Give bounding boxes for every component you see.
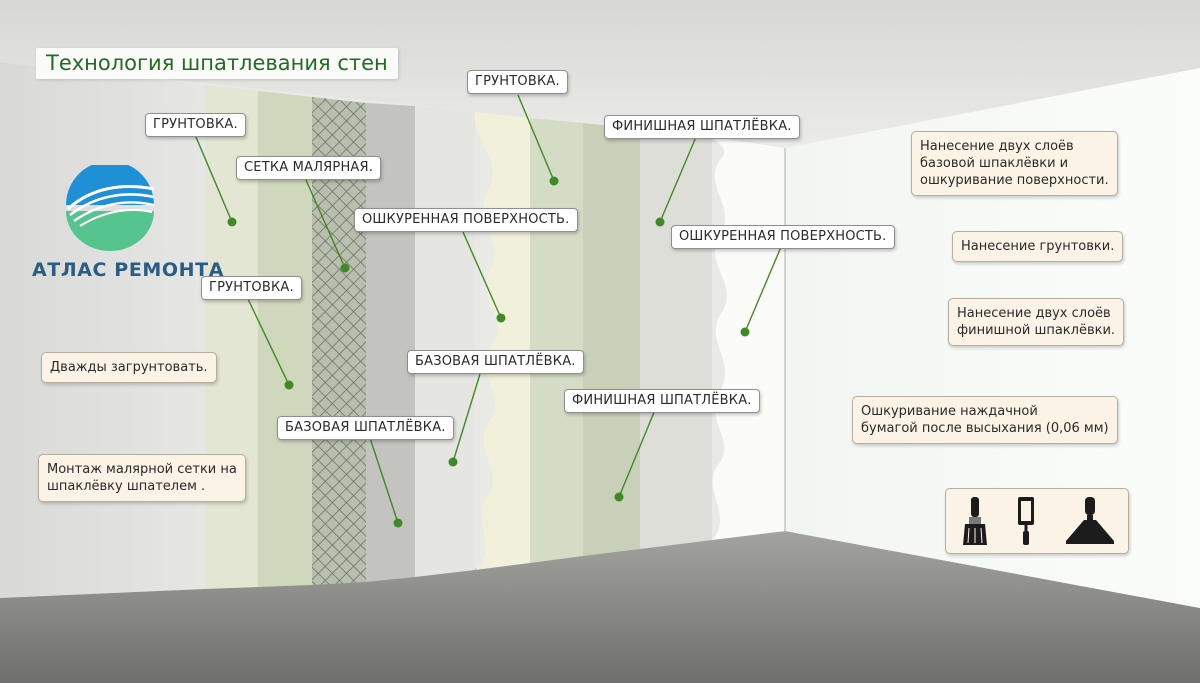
label-base-putty-1: БАЗОВАЯ ШПАТЛЁВКА. [277, 416, 454, 440]
label-sanded-2: ОШКУРЕННАЯ ПОВЕРХНОСТЬ. [671, 225, 895, 249]
leader-lines [195, 94, 782, 524]
layer-primer-3 [530, 118, 583, 563]
label-primer-3: ГРУНТОВКА. [467, 70, 568, 94]
label-primer-2: ГРУНТОВКА. [201, 276, 302, 300]
paint-roller-icon [1018, 497, 1034, 545]
label-paint-mesh: СЕТКА МАЛЯРНАЯ. [236, 156, 382, 180]
layer-sanded-2 [640, 129, 712, 549]
page-title: Технология шпатлевания стен [36, 48, 398, 79]
layer-base-putty-under-mesh [258, 91, 312, 587]
layer-paint-mesh [312, 97, 366, 585]
label-base-putty-2: БАЗОВАЯ ШПАТЛЁВКА. [407, 350, 584, 374]
layer-finish-putty-1 [583, 123, 640, 556]
brush-icon [963, 497, 987, 545]
label-primer-1: ГРУНТОВКА. [145, 113, 246, 137]
note-twice-prime: Дважды загрунтовать. [41, 352, 217, 383]
atlas-logo-icon [66, 165, 155, 251]
note-sanding: Ошкуривание наждачной бумагой после высы… [852, 396, 1118, 444]
label-finish-putty-2: ФИНИШНАЯ ШПАТЛЁВКА. [564, 389, 760, 413]
note-primer-apply: Нанесение грунтовки. [952, 231, 1124, 262]
layer-finish-putty-2 [712, 137, 785, 540]
note-finish-two-layers: Нанесение двух слоёв финишной шпаклёвки. [948, 298, 1125, 346]
label-sanded-1: ОШКУРЕННАЯ ПОВЕРХНОСТЬ. [354, 208, 578, 232]
floor [0, 531, 1200, 683]
label-finish-putty-1: ФИНИШНАЯ ШПАТЛЁВКА. [604, 115, 800, 139]
brand-name: АТЛАС РЕМОНТА [32, 259, 225, 281]
note-base-two-layers: Нанесение двух слоёв базовой шпаклёвки и… [911, 131, 1118, 196]
layer-base-putty-2 [474, 112, 530, 570]
putty-knife-icon [1066, 497, 1114, 544]
layer-sanded-1 [415, 106, 475, 577]
layer-markers [227, 176, 750, 528]
ceiling [0, 0, 1200, 148]
note-mesh-install: Монтаж малярной сетки на шпаклёвку шпате… [38, 454, 246, 502]
tools-panel [945, 488, 1129, 554]
raw-wall [0, 62, 205, 598]
